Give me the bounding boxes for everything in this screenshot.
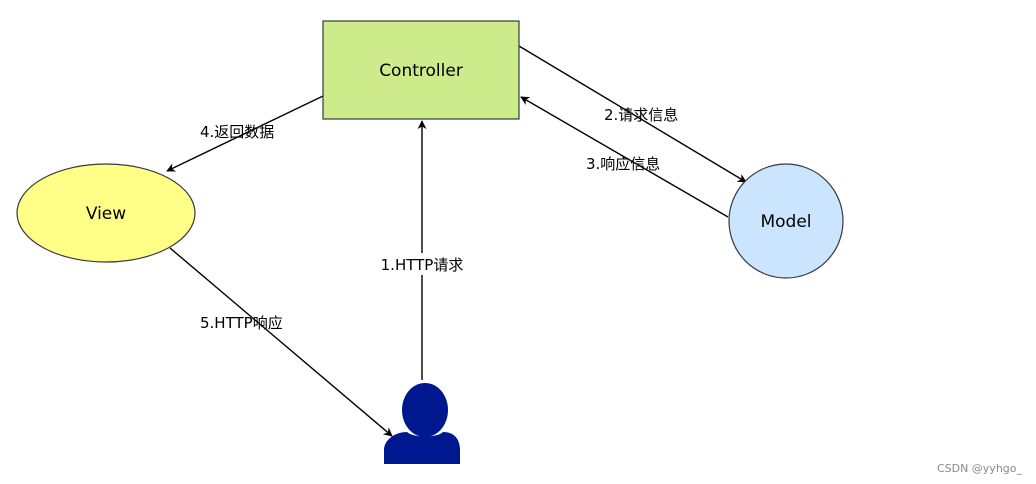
http-response-label: 5.HTTP响应 [200, 314, 283, 332]
request-info-label: 2.请求信息 [604, 106, 678, 124]
edge-request-info [518, 45, 747, 183]
controller-label: Controller [379, 61, 463, 81]
model-node [728, 163, 844, 279]
edge-return-data [166, 95, 324, 172]
http-request-label-bg [372, 253, 472, 275]
view-label: View [86, 204, 126, 224]
view-node [16, 163, 196, 263]
user-icon [384, 383, 460, 464]
edge-http-response [169, 247, 393, 437]
controller-node [322, 20, 520, 120]
watermark-text: CSDN @yyhgo_ [937, 462, 1023, 475]
return-data-label: 4.返回数据 [200, 123, 274, 141]
edge-response-info [520, 96, 729, 218]
model-label: Model [760, 212, 811, 232]
response-info-label: 3.响应信息 [586, 155, 660, 173]
http-request-label: 1.HTTP请求 [381, 256, 464, 274]
